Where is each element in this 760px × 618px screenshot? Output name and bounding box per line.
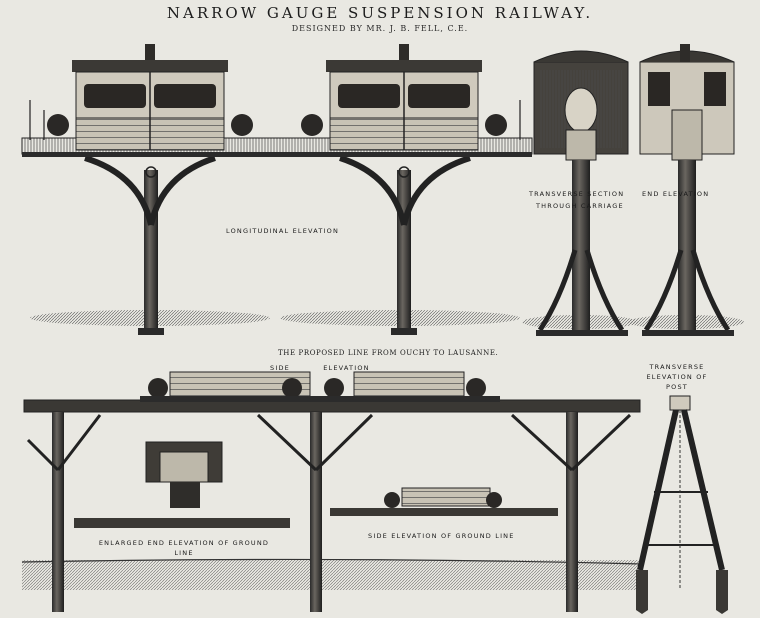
label-transverse-post-1: TRANSVERSE [649, 363, 705, 371]
label-transverse-post-2: ELEVATION OF [646, 373, 708, 381]
label-enlarged-end-elevation: ENLARGED END ELEVATION OF GROUND [98, 539, 270, 547]
label-transverse-post-3: POST [666, 383, 688, 391]
longitudinal-elevation [21, 44, 533, 335]
carriage-2 [326, 44, 482, 151]
transverse-post-elevation [636, 395, 728, 614]
label-enlarged-end-line: LINE [174, 549, 194, 557]
carriage-1 [72, 44, 228, 151]
label-longitudinal-elevation: LONGITUDINAL ELEVATION [226, 227, 340, 235]
ground-line-elevation [21, 371, 643, 612]
caption-proposed-line: THE PROPOSED LINE FROM OUCHY TO LAUSANNE… [278, 349, 499, 357]
label-end-elevation: END ELEVATION [642, 190, 710, 198]
transverse-section [522, 50, 638, 336]
post-2 [397, 170, 411, 330]
plate-subtitle: DESIGNED BY MR. J. B. FELL, C.E. [291, 24, 469, 33]
label-through-carriage: THROUGH CARRIAGE [536, 202, 624, 210]
label-transverse-section: TRANSVERSE SECTION [529, 190, 625, 198]
plate-title: NARROW GAUGE SUSPENSION RAILWAY. [166, 4, 594, 22]
post-1 [144, 170, 158, 330]
label-side-elevation-ground-line: SIDE ELEVATION OF GROUND LINE [368, 532, 515, 540]
end-elevation [628, 44, 744, 336]
label-side-elevation: SIDE ELEVATION [270, 364, 370, 372]
